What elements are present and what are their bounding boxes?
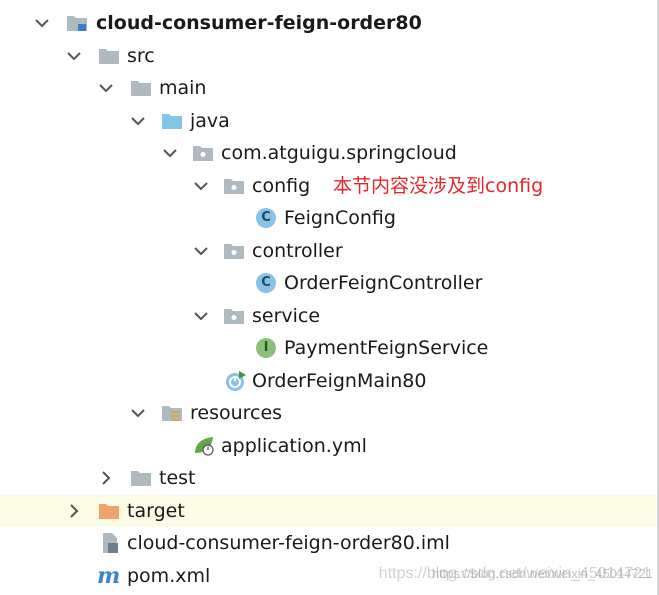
tree-row-feign-config[interactable]: C FeignConfig — [0, 202, 657, 234]
interface-letter: I — [263, 340, 269, 355]
tree-row-root[interactable]: cloud-consumer-feign-order80 — [0, 7, 657, 39]
package-icon — [223, 175, 245, 197]
tree-label-test: test — [159, 467, 196, 489]
source-folder-icon — [161, 110, 183, 132]
tree-row-resources[interactable]: resources — [0, 397, 657, 429]
tree-row-order-feign-main[interactable]: OrderFeignMain80 — [0, 365, 657, 397]
chevron-down-icon[interactable] — [160, 137, 180, 169]
package-icon — [223, 240, 245, 262]
chevron-down-icon[interactable] — [96, 72, 116, 104]
chevron-down-icon[interactable] — [64, 40, 84, 72]
tree-label-src: src — [127, 45, 155, 67]
folder-icon — [130, 467, 152, 489]
annotation-note: 本节内容没涉及到config — [333, 175, 544, 197]
tree-label-payment-feign-service: PaymentFeignService — [284, 337, 489, 359]
package-icon — [223, 305, 245, 327]
panel-border — [657, 0, 659, 595]
tree-row-java[interactable]: java — [0, 105, 657, 137]
class-icon — [255, 207, 277, 229]
chevron-down-icon[interactable] — [32, 7, 52, 39]
tree-label-java: java — [190, 110, 230, 132]
chevron-down-icon[interactable] — [191, 235, 211, 267]
tree-label-pom: pom.xml — [127, 565, 211, 587]
tree-row-payment-feign-service[interactable]: I PaymentFeignService — [0, 332, 657, 364]
tree-label-target: target — [127, 500, 185, 522]
tree-label-resources: resources — [190, 402, 283, 424]
tree-label-order-feign-controller: OrderFeignController — [284, 272, 483, 294]
tree-row-order-feign-controller[interactable]: C OrderFeignController — [0, 267, 657, 299]
tree-label-root: cloud-consumer-feign-order80 — [96, 12, 422, 34]
tree-row-config[interactable]: config 本节内容没涉及到config — [0, 170, 657, 202]
package-icon — [192, 142, 214, 164]
tree-row-test[interactable]: test — [0, 462, 657, 494]
resources-folder-icon — [161, 402, 183, 424]
tree-label-package: com.atguigu.springcloud — [221, 142, 457, 164]
tree-row-application-yml[interactable]: application.yml — [0, 430, 657, 462]
chevron-down-icon[interactable] — [128, 397, 148, 429]
module-file-icon — [99, 532, 121, 554]
module-folder-icon — [66, 12, 88, 34]
tree-label-main: main — [159, 77, 207, 99]
folder-icon — [98, 45, 120, 67]
class-letter: C — [261, 210, 271, 225]
tree-label-iml: cloud-consumer-feign-order80.iml — [127, 532, 450, 554]
tree-label-application-yml: application.yml — [221, 435, 367, 457]
class-icon — [255, 272, 277, 294]
folder-icon — [130, 77, 152, 99]
class-letter: C — [261, 275, 271, 290]
chevron-down-icon[interactable] — [191, 300, 211, 332]
tree-row-main[interactable]: main — [0, 72, 657, 104]
tree-row-iml[interactable]: cloud-consumer-feign-order80.iml — [0, 527, 657, 559]
tree-row-pom[interactable]: m pom.xml — [0, 560, 657, 592]
tree-row-service[interactable]: service — [0, 300, 657, 332]
tree-label-config: config — [252, 175, 311, 197]
tree-label-feign-config: FeignConfig — [284, 207, 396, 229]
tree-row-target[interactable]: target — [0, 495, 657, 527]
chevron-down-icon[interactable] — [128, 105, 148, 137]
maven-icon: m — [97, 563, 121, 589]
excluded-folder-icon — [98, 500, 120, 522]
tree-row-package[interactable]: com.atguigu.springcloud — [0, 137, 657, 169]
tree-label-controller: controller — [252, 240, 343, 262]
spring-leaf-icon — [193, 435, 215, 457]
watermark-overlay: https://blog.csdn.net/weixin_45014721 — [431, 566, 653, 581]
tree-row-src[interactable]: src — [0, 40, 657, 72]
tree-label-order-feign-main: OrderFeignMain80 — [252, 370, 427, 392]
spring-boot-main-class-icon — [224, 370, 246, 392]
chevron-right-icon[interactable] — [96, 462, 116, 494]
chevron-down-icon[interactable] — [191, 170, 211, 202]
tree-row-controller[interactable]: controller — [0, 235, 657, 267]
watermark: https://blog.csdn.net/weixin_45014721 — [378, 565, 651, 582]
tree-label-service: service — [252, 305, 321, 327]
interface-icon — [255, 337, 277, 359]
chevron-right-icon[interactable] — [64, 495, 84, 527]
